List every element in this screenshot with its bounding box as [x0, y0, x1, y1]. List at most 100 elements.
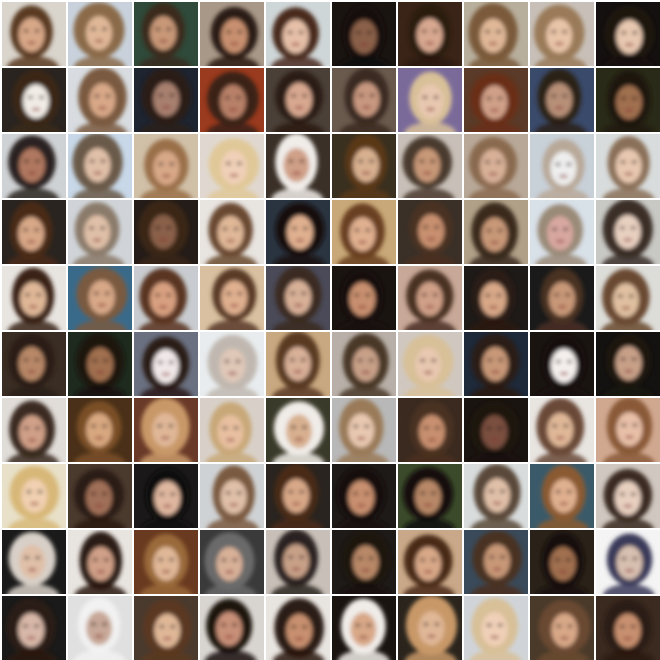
face-sample-tile [398, 200, 462, 264]
face-sample-tile [332, 68, 396, 132]
face-sample-image [2, 200, 66, 264]
face-sample-image [68, 2, 132, 66]
face-sample-tile [200, 266, 264, 330]
face-sample-image [134, 464, 198, 528]
face-sample-tile [464, 68, 528, 132]
face-sample-tile [332, 332, 396, 396]
face-sample-tile [596, 266, 660, 330]
face-sample-image [266, 398, 330, 462]
face-sample-tile [266, 266, 330, 330]
face-sample-image [2, 530, 66, 594]
face-sample-image [332, 332, 396, 396]
face-sample-image [2, 134, 66, 198]
face-sample-tile [398, 596, 462, 660]
face-sample-tile [332, 134, 396, 198]
face-sample-image [398, 200, 462, 264]
face-sample-tile [596, 596, 660, 660]
face-sample-image [200, 530, 264, 594]
face-sample-tile [266, 464, 330, 528]
face-sample-tile [266, 332, 330, 396]
face-sample-image [68, 68, 132, 132]
face-sample-image [2, 332, 66, 396]
face-sample-image [332, 134, 396, 198]
face-sample-image [596, 398, 660, 462]
face-sample-tile [464, 596, 528, 660]
face-sample-image [464, 200, 528, 264]
face-sample-tile [332, 464, 396, 528]
face-sample-image [266, 266, 330, 330]
face-sample-tile [530, 2, 594, 66]
face-sample-image [200, 200, 264, 264]
face-sample-tile [596, 2, 660, 66]
face-sample-tile [2, 266, 66, 330]
face-sample-tile [332, 2, 396, 66]
face-sample-tile [398, 464, 462, 528]
face-sample-tile [530, 398, 594, 462]
face-sample-image [134, 2, 198, 66]
face-sample-image [332, 596, 396, 660]
face-sample-image [134, 596, 198, 660]
face-sample-tile [266, 200, 330, 264]
face-sample-image [596, 68, 660, 132]
face-sample-tile [398, 2, 462, 66]
face-sample-image [68, 200, 132, 264]
face-sample-tile [596, 332, 660, 396]
face-sample-image [134, 332, 198, 396]
face-sample-image [200, 398, 264, 462]
face-sample-tile [68, 2, 132, 66]
face-sample-tile [2, 464, 66, 528]
face-sample-tile [530, 200, 594, 264]
face-sample-image [398, 332, 462, 396]
face-sample-tile [68, 530, 132, 594]
face-sample-image [530, 530, 594, 594]
face-sample-image [398, 596, 462, 660]
face-sample-tile [464, 464, 528, 528]
face-sample-tile [266, 530, 330, 594]
face-sample-image [332, 530, 396, 594]
face-sample-image [266, 596, 330, 660]
face-sample-image [68, 266, 132, 330]
face-sample-tile [332, 530, 396, 594]
face-sample-image [68, 530, 132, 594]
face-sample-image [398, 2, 462, 66]
face-sample-image [332, 68, 396, 132]
face-sample-tile [134, 134, 198, 198]
face-sample-tile [200, 134, 264, 198]
face-sample-image [266, 464, 330, 528]
face-sample-tile [266, 398, 330, 462]
face-sample-image [266, 2, 330, 66]
face-sample-image [464, 266, 528, 330]
face-sample-image [530, 200, 594, 264]
face-sample-tile [530, 266, 594, 330]
face-sample-tile [68, 398, 132, 462]
face-sample-tile [134, 332, 198, 396]
face-sample-image [68, 134, 132, 198]
face-sample-tile [2, 134, 66, 198]
face-sample-image [332, 464, 396, 528]
face-sample-tile [68, 464, 132, 528]
face-sample-tile [464, 398, 528, 462]
face-sample-image [134, 200, 198, 264]
face-sample-image [200, 68, 264, 132]
face-sample-tile [2, 68, 66, 132]
face-sample-tile [596, 68, 660, 132]
face-sample-tile [530, 464, 594, 528]
face-sample-image [398, 398, 462, 462]
face-sample-tile [464, 134, 528, 198]
face-sample-image [266, 530, 330, 594]
face-sample-image [68, 332, 132, 396]
face-sample-image [596, 596, 660, 660]
face-sample-image [596, 266, 660, 330]
face-sample-image [332, 200, 396, 264]
face-sample-image [2, 398, 66, 462]
face-sample-tile [596, 464, 660, 528]
face-sample-tile [266, 134, 330, 198]
face-sample-tile [332, 266, 396, 330]
face-sample-tile [200, 464, 264, 528]
face-sample-tile [134, 530, 198, 594]
face-sample-tile [68, 200, 132, 264]
face-sample-tile [200, 530, 264, 594]
face-sample-image [2, 596, 66, 660]
face-sample-image [464, 530, 528, 594]
face-sample-tile [200, 398, 264, 462]
